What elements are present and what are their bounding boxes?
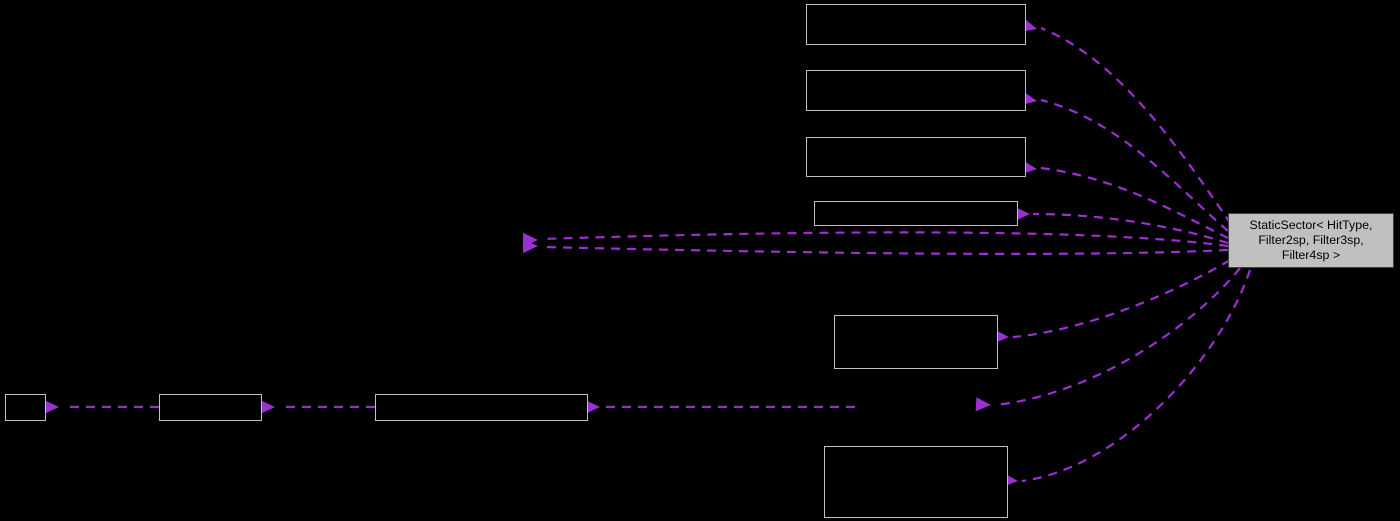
focus-node[interactable]: StaticSector< HitType, Filter2sp, Filter… [1228,213,1394,268]
node-label: StaticSector< HitType, Filter2sp, Filter… [1249,218,1373,262]
graph-node-n6[interactable] [824,446,1008,518]
graph-edge [1040,166,1229,239]
graph-edge [1032,212,1229,245]
graph-node-n9[interactable] [375,394,588,421]
edge-arrowhead [522,232,538,247]
graph-node-n4[interactable] [814,201,1018,226]
graph-edge [994,267,1241,407]
graph-node-n3[interactable] [806,137,1026,177]
graph-edge [1021,269,1252,483]
edge-arrowhead [522,239,538,254]
graph-edge [1040,26,1232,225]
graph-node-n2[interactable] [806,70,1026,111]
edge-arrowhead [44,400,59,414]
graph-edge [1012,259,1231,339]
graph-edge [541,231,1229,248]
edge-arrowhead [975,397,991,412]
graph-node-n7[interactable] [5,394,46,421]
graph-node-n1[interactable] [806,4,1026,45]
graph-node-n5[interactable] [834,315,998,369]
edge-arrowhead [260,400,275,414]
graph-node-n8[interactable] [159,394,262,421]
graph-edge [541,245,1229,255]
graph-edge [1040,98,1229,232]
